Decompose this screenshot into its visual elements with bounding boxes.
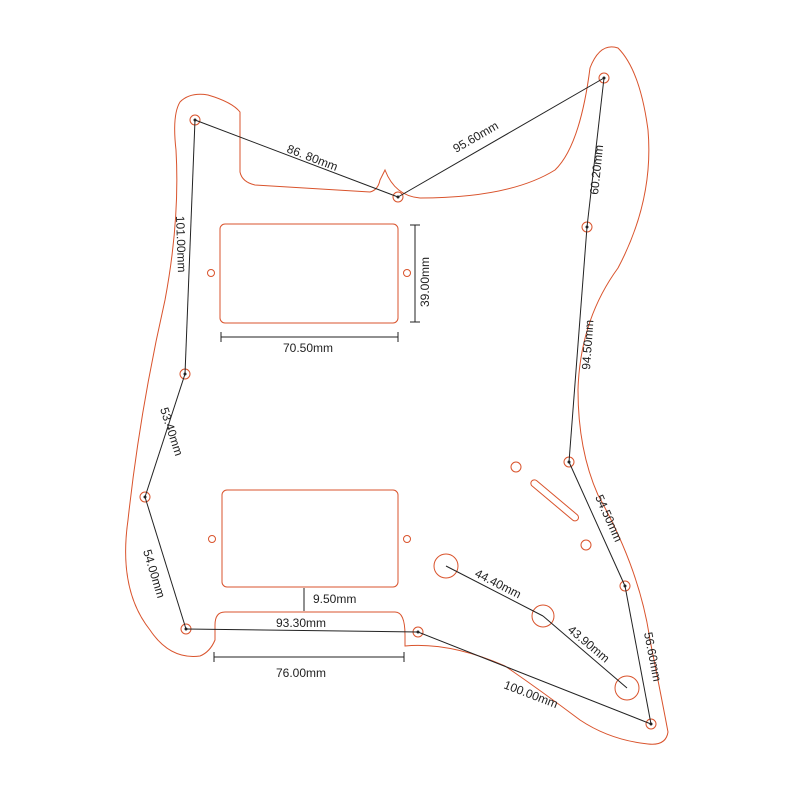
- neck-mount-hole-left: [207, 269, 215, 277]
- bridge-mount-hole-right: [403, 535, 411, 543]
- dim-line-bottom-1: [185, 628, 419, 633]
- dim-line-left-2: [144, 373, 186, 498]
- dim-line-left-1: [184, 119, 196, 375]
- label-bottom-1: 93.30mm: [276, 616, 326, 630]
- neck-mount-hole-right: [403, 269, 411, 277]
- dim-line-right-4: [624, 585, 652, 725]
- dim-line-bottom-2: [417, 631, 652, 725]
- label-bridge-gap: 9.50mm: [313, 592, 356, 606]
- dim-line-left-3: [144, 496, 187, 630]
- dim-line-right-3: [568, 461, 626, 587]
- switch-screw-hole-bottom: [580, 539, 592, 551]
- bridge-mount-hole-left: [208, 535, 216, 543]
- dim-line-right-2: [568, 226, 588, 463]
- label-top-right: 95.60mm: [451, 118, 501, 155]
- measure-lines: [213, 224, 420, 662]
- label-neck-width: 70.50mm: [283, 341, 333, 355]
- label-neck-height: 39.00mm: [418, 257, 432, 307]
- dim-line-right-1: [586, 77, 605, 228]
- label-right-1: 60.20mm: [587, 144, 606, 195]
- label-top-left: 86. 80mm: [285, 142, 340, 174]
- label-bridge-width: 76.00mm: [276, 666, 326, 680]
- switch-screw-hole-top: [510, 461, 522, 473]
- neck-pickup-cutout: [219, 223, 399, 324]
- dim-line-top-left: [194, 119, 399, 198]
- dim-line-knob-1: [445, 565, 544, 617]
- dim-line-knob-2: [542, 615, 628, 689]
- bridge-pickup-cutout: [221, 489, 399, 588]
- switch-slot: [530, 479, 579, 522]
- label-right-2: 94.50mm: [579, 319, 596, 370]
- label-left-1: 101.00mm: [173, 216, 189, 273]
- dim-line-top-right: [397, 77, 605, 198]
- dimension-lines: [144, 77, 652, 725]
